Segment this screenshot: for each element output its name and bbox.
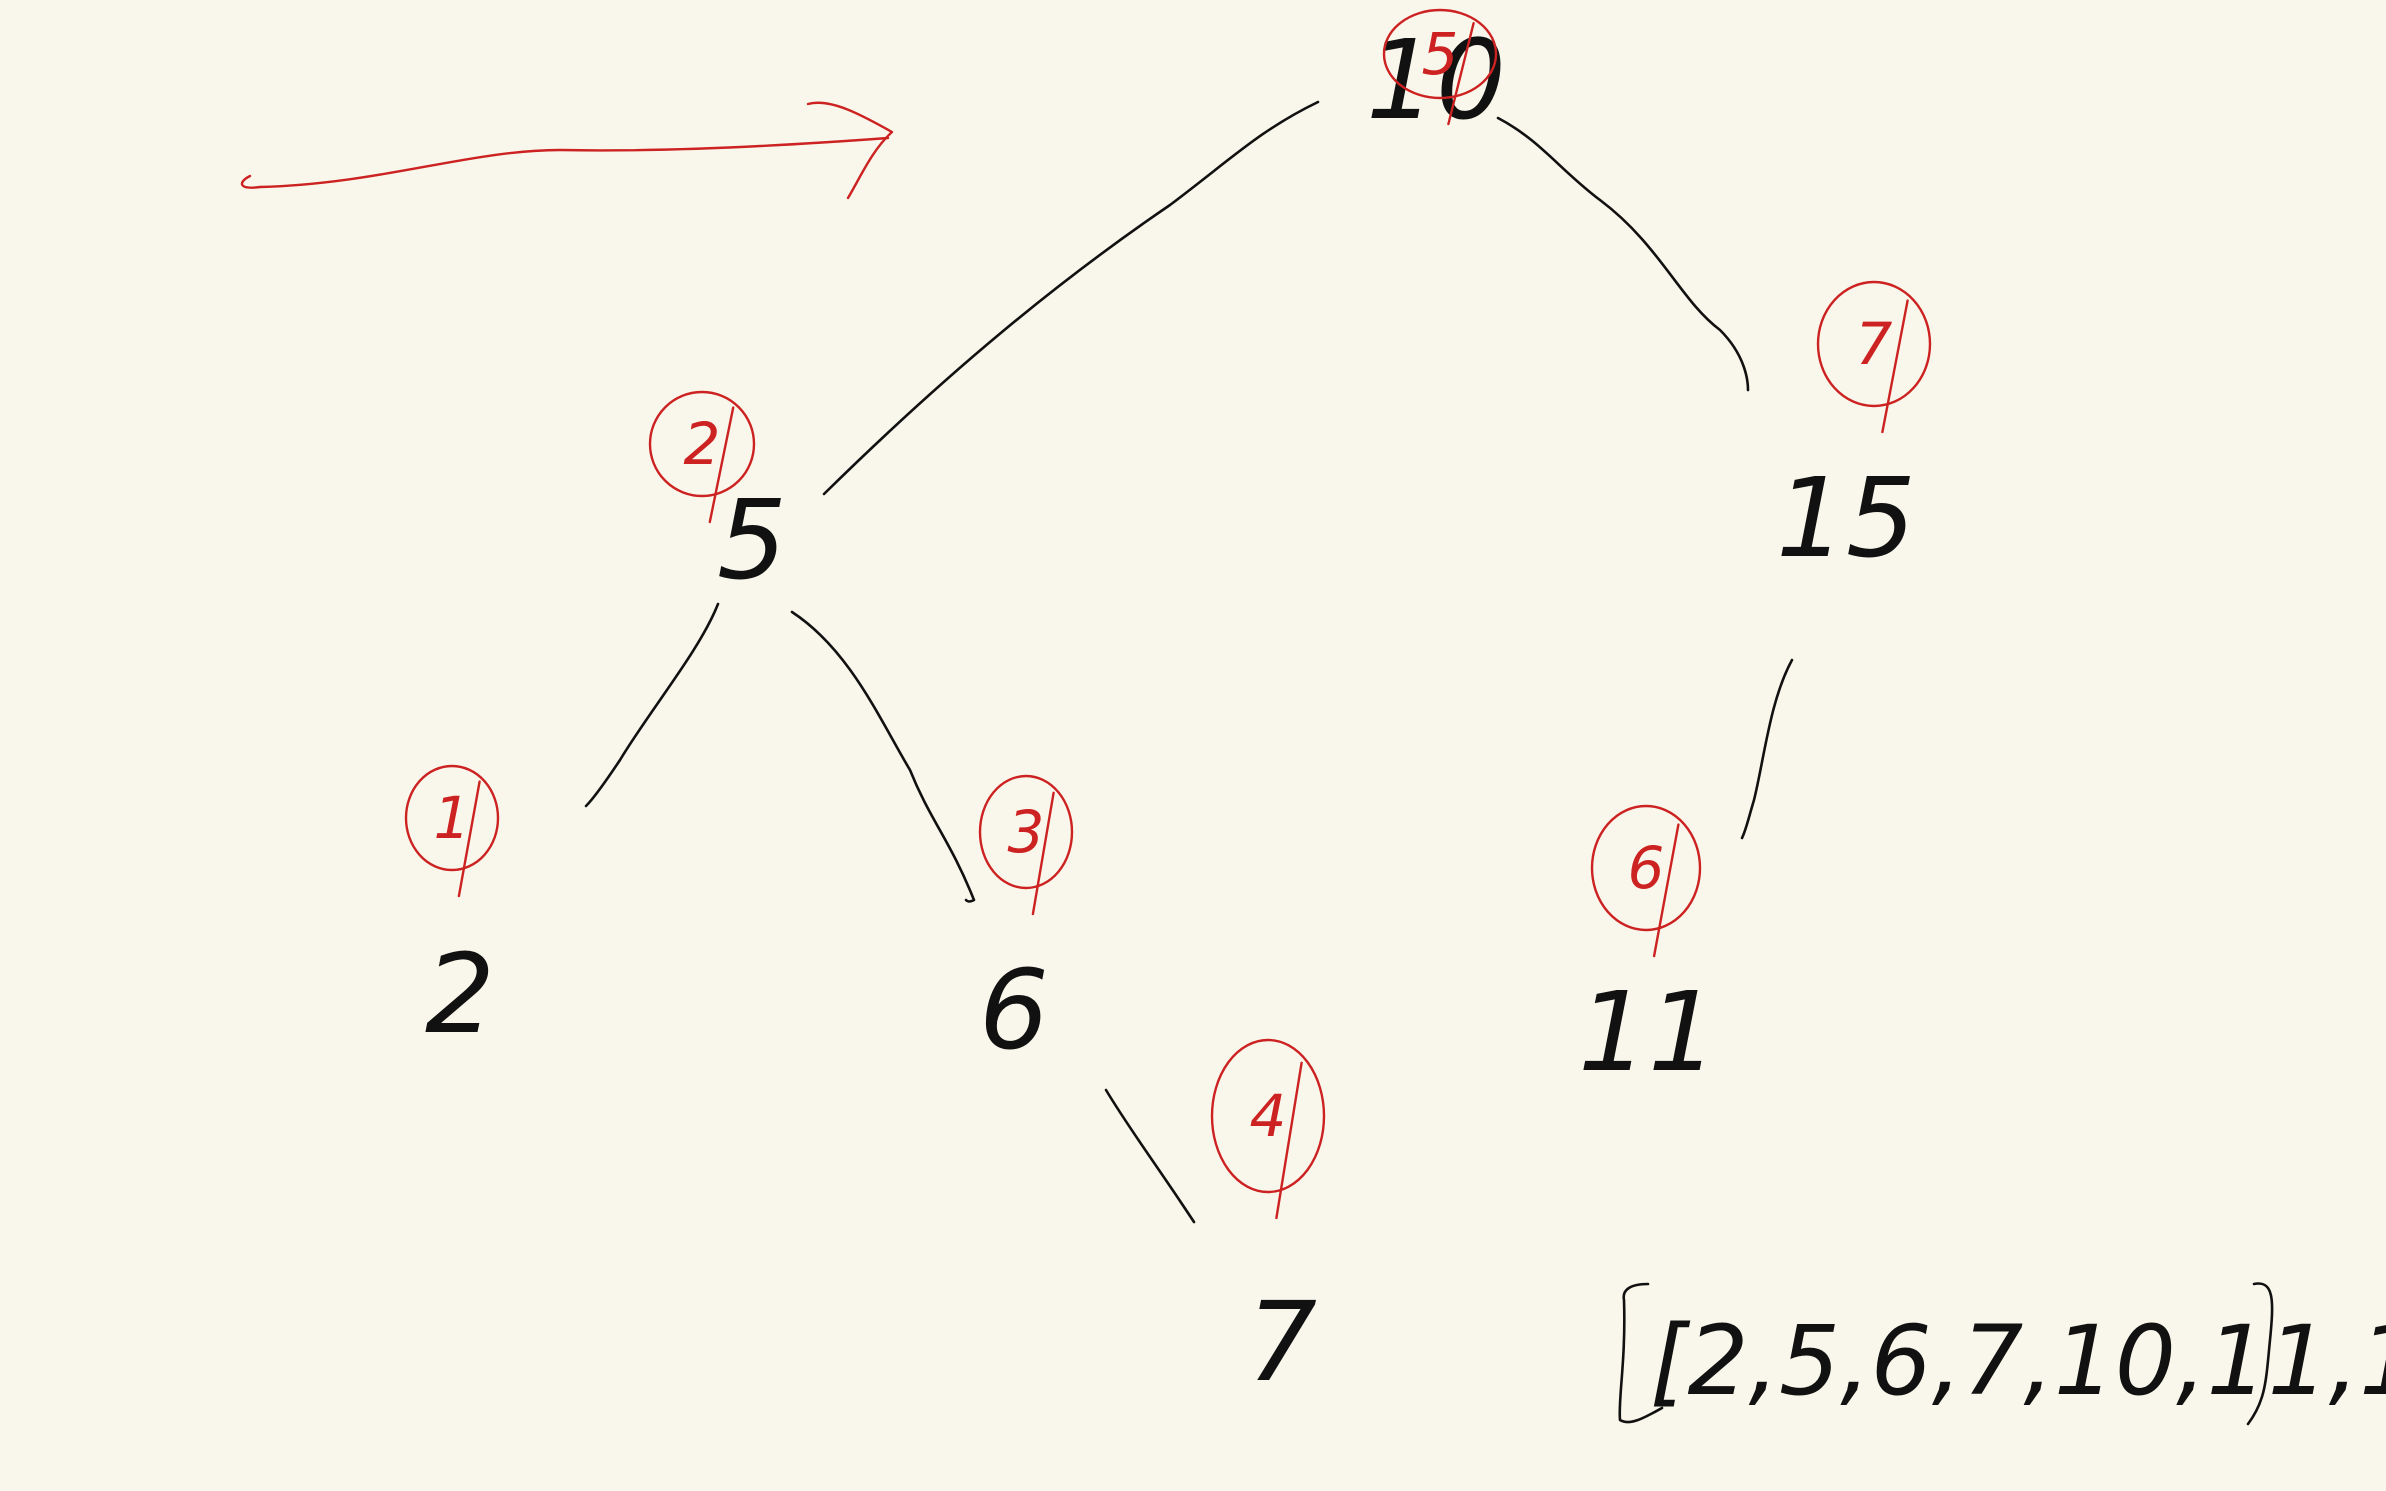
edge-10-5 xyxy=(822,100,1320,496)
order-circle-tail xyxy=(1447,22,1475,126)
order-circle-tail xyxy=(457,780,481,898)
tree-node: 63 xyxy=(978,774,1074,1074)
traversal-order-label: 3 xyxy=(1008,798,1045,866)
edge-5-2 xyxy=(584,602,720,808)
tree-node: 74 xyxy=(1210,1038,1326,1406)
order-circle xyxy=(1210,1038,1326,1194)
tree-node: 15 7 xyxy=(1776,280,1932,582)
edge-10-15 xyxy=(1496,116,1750,392)
order-circle xyxy=(648,390,756,498)
order-circle-tail xyxy=(708,406,735,524)
tree-edges xyxy=(584,100,1794,1224)
tree-node: 21 xyxy=(404,764,500,1058)
order-circle xyxy=(1382,8,1498,100)
result-array: [2,5,6,7,10,11,15] xyxy=(1618,1282,2386,1426)
node-value: 15 xyxy=(1776,454,1916,582)
traversal-order-label: 4 xyxy=(1250,1082,1287,1150)
traversal-order-label: 5 xyxy=(1422,20,1459,88)
order-circle xyxy=(1816,280,1932,408)
node-value: 2 xyxy=(425,930,495,1058)
traversal-arrow xyxy=(240,101,894,200)
order-circle-tail xyxy=(1275,1061,1303,1220)
node-value: 11 xyxy=(1578,968,1718,1096)
node-value: 6 xyxy=(979,946,1049,1074)
tree-node: 52 xyxy=(648,390,787,604)
right-bracket-stroke xyxy=(2246,1282,2274,1426)
traversal-order-label: 6 xyxy=(1628,834,1665,902)
edge-15-11 xyxy=(1740,658,1794,840)
order-circle-tail xyxy=(1881,299,1909,434)
order-circle xyxy=(1590,804,1702,932)
order-circle xyxy=(978,774,1074,890)
edge-5-6 xyxy=(790,610,976,903)
traversal-order-label: 1 xyxy=(434,784,471,852)
traversal-order-label: 2 xyxy=(684,410,721,478)
traversal-order-label: 7 xyxy=(1856,310,1893,378)
node-value: 7 xyxy=(1247,1278,1317,1406)
tree-node: 11 6 xyxy=(1578,804,1718,1096)
tree-node: 105 xyxy=(1366,8,1506,144)
result-text: [2,5,6,7,10,11,15] xyxy=(1650,1305,2386,1417)
order-circle xyxy=(404,764,500,872)
edge-6-7 xyxy=(1104,1088,1196,1224)
order-circle-tail xyxy=(1652,823,1680,958)
node-value: 5 xyxy=(717,476,787,604)
order-circle-tail xyxy=(1031,791,1055,916)
left-bracket-stroke xyxy=(1618,1282,1664,1424)
